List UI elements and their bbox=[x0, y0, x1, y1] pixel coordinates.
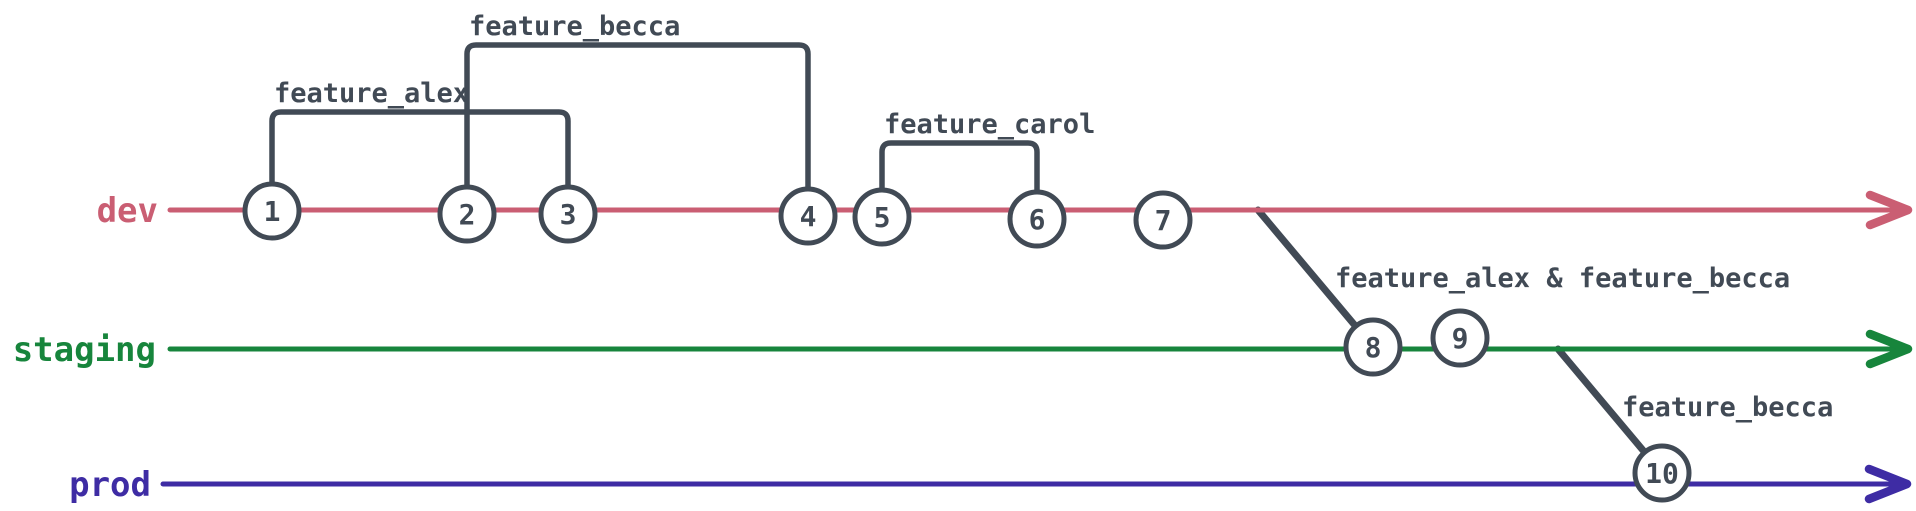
commit-number-1: 1 bbox=[264, 195, 281, 228]
commit-node-5 bbox=[852, 187, 912, 247]
commit-number-8: 8 bbox=[1365, 331, 1382, 364]
merge-label-0: feature_alex & feature_becca bbox=[1335, 263, 1790, 294]
arrow-right-icon-dev bbox=[1865, 190, 1913, 230]
merge-line-0 bbox=[1254, 206, 1359, 330]
feature-bracket-feature_alex bbox=[269, 109, 571, 188]
commit-number-3: 3 bbox=[560, 198, 577, 231]
arrow-right-icon-prod bbox=[1864, 464, 1912, 504]
bracket-label-feature_alex: feature_alex bbox=[274, 78, 469, 109]
commit-node-9 bbox=[1430, 308, 1490, 368]
arrow-right-icon-staging bbox=[1865, 329, 1913, 369]
feature-bracket-feature_becca bbox=[464, 42, 811, 190]
commit-number-2: 2 bbox=[459, 198, 476, 231]
commit-node-1 bbox=[242, 181, 302, 241]
merge-label-1: feature_becca bbox=[1622, 392, 1833, 423]
commit-number-6: 6 bbox=[1029, 203, 1046, 236]
bracket-label-feature_becca: feature_becca bbox=[469, 11, 680, 42]
commit-node-2 bbox=[437, 184, 497, 244]
commit-node-4 bbox=[778, 186, 838, 246]
commit-number-4: 4 bbox=[800, 200, 817, 233]
branch-label-prod: prod bbox=[69, 465, 151, 505]
branch-label-dev: dev bbox=[97, 191, 158, 231]
commit-number-7: 7 bbox=[1155, 204, 1172, 237]
bracket-label-feature_carol: feature_carol bbox=[884, 109, 1095, 140]
commit-number-9: 9 bbox=[1452, 322, 1469, 355]
commit-number-5: 5 bbox=[874, 201, 891, 234]
commit-node-6 bbox=[1007, 189, 1067, 249]
commit-node-10 bbox=[1632, 443, 1692, 503]
merge-line-1 bbox=[1554, 345, 1648, 456]
commit-node-8 bbox=[1343, 317, 1403, 377]
feature-bracket-feature_carol bbox=[879, 140, 1040, 193]
commit-node-7 bbox=[1133, 190, 1193, 250]
commit-number-10: 10 bbox=[1645, 457, 1679, 490]
commit-node-3 bbox=[538, 184, 598, 244]
branch-label-staging: staging bbox=[13, 330, 156, 370]
